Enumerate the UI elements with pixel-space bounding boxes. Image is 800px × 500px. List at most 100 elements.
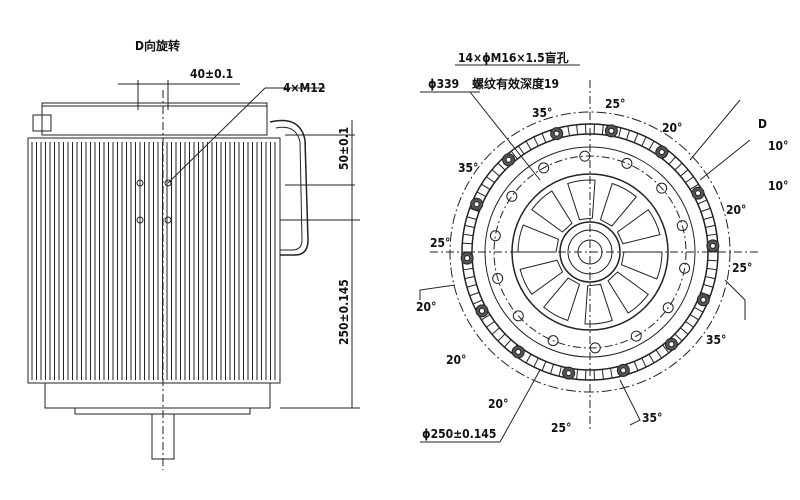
serration	[648, 353, 655, 364]
serration	[476, 191, 487, 198]
cable-gland	[32, 114, 52, 132]
angle-label: 25°	[732, 261, 752, 275]
serration	[558, 366, 562, 377]
spoke-window	[607, 271, 649, 314]
angle-label: 10°	[768, 179, 788, 193]
rotation-label: D向旋转	[135, 38, 180, 53]
serration	[481, 314, 491, 321]
serration	[466, 216, 477, 220]
serration	[567, 125, 571, 136]
serration	[685, 176, 694, 184]
thread-label: 4×M12	[283, 81, 325, 95]
serration	[464, 224, 475, 228]
serration	[693, 306, 704, 313]
angle-label: 25°	[551, 421, 571, 435]
serration	[685, 320, 694, 328]
serration	[462, 242, 473, 245]
coolant-hose	[269, 119, 309, 256]
serration	[641, 136, 647, 147]
serration	[549, 364, 555, 374]
serration	[703, 284, 714, 288]
serration	[662, 344, 670, 354]
angle-label: 25°	[605, 97, 625, 111]
angle-label: 20°	[488, 397, 508, 411]
serration	[469, 291, 480, 297]
height-dimension-small: 50±0.1	[337, 127, 351, 170]
bolt-hole	[662, 293, 710, 314]
bolt-hole	[604, 124, 633, 169]
serration	[633, 361, 639, 371]
serration	[689, 314, 699, 321]
serration	[633, 133, 639, 143]
view-letter: D	[758, 117, 767, 131]
cooling-fins	[31, 142, 276, 380]
serration	[464, 276, 475, 280]
angle-label: 35°	[706, 333, 726, 347]
serration	[601, 124, 604, 135]
pilot-diameter: ϕ250±0.145	[422, 427, 496, 441]
serration	[497, 333, 506, 342]
serration	[674, 162, 683, 171]
spoke-window	[616, 208, 661, 245]
angle-label: 35°	[458, 161, 478, 175]
serration	[703, 216, 714, 220]
serration	[700, 207, 711, 213]
serration	[705, 276, 716, 280]
bolt-hole	[676, 186, 705, 232]
spoke-window	[517, 224, 560, 253]
bolt-hole	[460, 230, 501, 265]
spoke-window	[567, 179, 596, 221]
serration	[533, 136, 539, 147]
serration	[641, 357, 647, 368]
serration	[497, 162, 506, 171]
bolt-hole	[475, 272, 504, 318]
spoke-window	[584, 283, 613, 325]
angle-label: 20°	[446, 353, 466, 367]
serration	[689, 183, 699, 190]
angle-label: 20°	[726, 203, 746, 217]
serration	[541, 361, 547, 371]
serration	[707, 259, 718, 262]
serration	[466, 284, 477, 288]
hole-spec-line1: 14×ϕM16×1.5盲孔	[458, 50, 569, 65]
angle-label: 35°	[642, 411, 662, 425]
serration	[463, 267, 474, 271]
serration	[472, 299, 483, 305]
serration	[576, 369, 579, 380]
serration	[503, 339, 512, 348]
outer-diameter: ϕ339	[428, 77, 459, 91]
side-view	[27, 80, 360, 470]
serration	[576, 124, 579, 135]
spoke-window	[531, 190, 573, 233]
serration	[655, 349, 662, 359]
serration	[705, 224, 716, 228]
height-dimension-large: 250±0.145	[337, 279, 351, 345]
serration	[697, 199, 708, 205]
serration	[491, 169, 500, 177]
bolt-hole	[502, 153, 550, 174]
bolt-holes	[460, 124, 720, 380]
angle-label: 10°	[768, 139, 788, 153]
bolt-hole	[679, 239, 720, 274]
serration	[618, 127, 622, 138]
serration	[518, 145, 525, 155]
spoke-window	[599, 182, 637, 227]
serration	[706, 267, 717, 271]
bolt-hole	[550, 127, 591, 162]
bolt-hole	[655, 145, 669, 194]
serration	[674, 333, 683, 342]
coolant-port-left	[419, 284, 456, 300]
serration	[609, 368, 613, 379]
serration	[510, 150, 518, 160]
angle-label: 25°	[430, 236, 450, 250]
bolt-hole	[547, 335, 576, 380]
end-flange	[44, 382, 271, 409]
serration	[680, 169, 689, 177]
serration	[486, 320, 495, 328]
spoke-window	[620, 251, 663, 280]
bolt-hole	[589, 342, 630, 377]
spoke-window	[543, 277, 581, 322]
serration	[525, 140, 532, 151]
hole-spec-line2: 螺纹有效深度19	[472, 76, 559, 91]
